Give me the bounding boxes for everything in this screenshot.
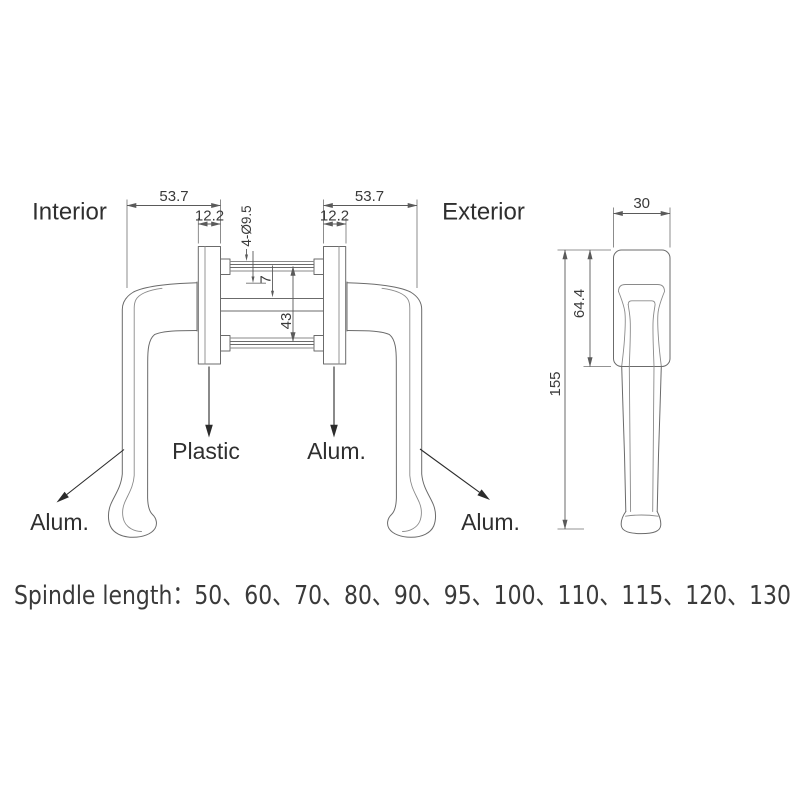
svg-text:53.7: 53.7 xyxy=(159,188,188,205)
leader-left-handle-material: Alum. xyxy=(30,449,125,535)
dim-right-depth: 53.7 xyxy=(322,188,418,288)
interior-handle-outline xyxy=(107,281,198,538)
dim-side-width: 30 xyxy=(612,195,671,248)
interior-label: Interior xyxy=(32,199,107,226)
svg-text:53.7: 53.7 xyxy=(355,188,384,205)
leader-right-plate-material: Alum. xyxy=(307,366,366,464)
dim-left-depth: 53.7 xyxy=(126,188,222,288)
side-handle-hump xyxy=(618,284,665,367)
dim-left-plate-thickness: 12.2 xyxy=(195,208,224,244)
alum-label-right-handle: Alum. xyxy=(461,509,520,535)
svg-text:64.4: 64.4 xyxy=(571,289,588,318)
exterior-handle-outline xyxy=(346,281,437,538)
svg-text:12.2: 12.2 xyxy=(195,208,224,225)
spindle-length-text: Spindle length：50、60、70、80、90、95、100、110… xyxy=(14,581,791,611)
dim-spindle-square: 7 xyxy=(246,251,274,298)
exterior-rose-plate xyxy=(323,246,347,365)
interior-rose-plate xyxy=(197,246,222,365)
side-rose-plate xyxy=(613,249,671,367)
side-view: 30 64.4 155 xyxy=(547,195,671,535)
spindle-bar xyxy=(220,298,324,312)
alum-label-left-handle: Alum. xyxy=(30,509,89,535)
svg-text:4-Ø9.5: 4-Ø9.5 xyxy=(239,205,254,246)
plastic-label: Plastic xyxy=(172,438,240,464)
svg-text:12.2: 12.2 xyxy=(320,208,349,225)
leader-right-handle-material: Alum. xyxy=(419,448,520,535)
dim-screw-holes: 4-Ø9.5 xyxy=(239,205,254,261)
leader-left-plate-material: Plastic xyxy=(172,366,240,464)
screw-bosses xyxy=(220,258,324,352)
footer: Spindle length：50、60、70、80、90、95、100、110… xyxy=(14,581,791,611)
top-screw xyxy=(229,261,315,272)
dim-screw-spacing: 43 xyxy=(278,265,296,343)
front-view: Interior Exterior 53.7 12.2 53.7 12.2 xyxy=(30,188,525,538)
alum-label-right-plate: Alum. xyxy=(307,438,366,464)
dim-right-plate-thickness: 12.2 xyxy=(320,208,349,244)
bottom-screw xyxy=(229,337,315,349)
svg-text:43: 43 xyxy=(278,313,295,330)
dim-side-heights: 64.4 155 xyxy=(547,249,611,530)
side-handle-grip xyxy=(620,365,662,535)
svg-text:7: 7 xyxy=(257,275,274,283)
svg-text:30: 30 xyxy=(633,195,650,212)
exterior-label: Exterior xyxy=(442,199,525,226)
svg-text:155: 155 xyxy=(547,371,564,396)
